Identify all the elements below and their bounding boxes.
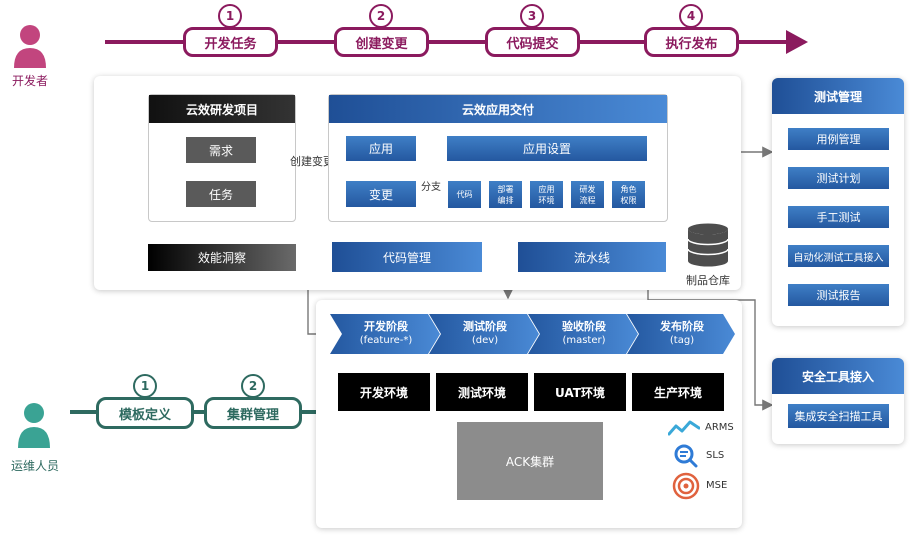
ops-step-template: 模板定义 xyxy=(96,397,194,429)
branch-label: 分支 xyxy=(421,182,441,193)
create-change-label: 创建变更 xyxy=(290,155,334,168)
env-prod[interactable]: 生产环境 xyxy=(632,373,724,411)
app-item[interactable]: 应用 xyxy=(346,136,416,161)
pipeline-bar[interactable]: 流水线 xyxy=(518,242,666,272)
ops-step-number: 2 xyxy=(241,374,265,398)
sls-label: SLS xyxy=(706,450,725,461)
developer-person-icon xyxy=(10,22,50,70)
dev-step-develop-task: 开发任务 xyxy=(183,27,278,57)
dev-step-number: 4 xyxy=(679,4,703,28)
env-test[interactable]: 测试环境 xyxy=(436,373,528,411)
settings-app-env[interactable]: 应用 环境 xyxy=(530,181,563,208)
efficiency-insight-bar[interactable]: 效能洞察 xyxy=(148,244,296,271)
developer-label: 开发者 xyxy=(11,73,48,88)
dev-step-commit-code: 代码提交 xyxy=(485,27,580,57)
ops-person-icon xyxy=(14,400,54,450)
stage-acceptance[interactable]: 验收阶段(master) xyxy=(562,320,606,346)
dev-step-release: 执行发布 xyxy=(644,27,739,57)
dev-step-number: 1 xyxy=(218,4,242,28)
test-case-management[interactable]: 用例管理 xyxy=(788,128,889,150)
env-dev[interactable]: 开发环境 xyxy=(338,373,430,411)
arms-label: ARMS xyxy=(705,422,734,433)
env-uat[interactable]: UAT环境 xyxy=(534,373,626,411)
test-management-title: 测试管理 xyxy=(772,78,904,114)
artifact-repo-label: 制品仓库 xyxy=(686,274,730,287)
code-management-bar[interactable]: 代码管理 xyxy=(332,242,482,272)
stage-release[interactable]: 发布阶段(tag) xyxy=(660,320,704,346)
app-settings-item[interactable]: 应用设置 xyxy=(447,136,647,161)
automation-tool-integration[interactable]: 自动化测试工具接入 xyxy=(788,245,889,267)
arms-icon xyxy=(667,418,701,438)
database-icon xyxy=(686,223,730,269)
stage-dev[interactable]: 开发阶段(feature-*) xyxy=(359,320,413,346)
security-scan-integration[interactable]: 集成安全扫描工具 xyxy=(788,404,889,428)
settings-role-permission[interactable]: 角色 权限 xyxy=(612,181,645,208)
dev-step-create-change: 创建变更 xyxy=(334,27,429,57)
ops-step-number: 1 xyxy=(133,374,157,398)
change-item[interactable]: 变更 xyxy=(346,181,416,207)
settings-code[interactable]: 代码 xyxy=(448,181,481,208)
mse-label: MSE xyxy=(706,480,728,491)
settings-dev-process[interactable]: 研发 流程 xyxy=(571,181,604,208)
security-tools-panel: 安全工具接入 xyxy=(772,358,904,444)
dev-step-number: 3 xyxy=(520,4,544,28)
security-tools-title: 安全工具接入 xyxy=(772,358,904,394)
ops-label: 运维人员 xyxy=(10,458,59,473)
delivery-panel-title: 云效应用交付 xyxy=(329,95,667,123)
test-report[interactable]: 测试报告 xyxy=(788,284,889,306)
project-panel-title: 云效研发项目 xyxy=(149,95,295,123)
stage-chevrons xyxy=(330,314,735,354)
mse-icon xyxy=(672,472,700,500)
settings-deploy-orchestration[interactable]: 部署 编排 xyxy=(489,181,522,208)
sls-icon xyxy=(674,444,698,468)
ops-step-cluster: 集群管理 xyxy=(204,397,302,429)
dev-step-number: 2 xyxy=(369,4,393,28)
project-panel: 云效研发项目 xyxy=(148,94,296,222)
test-plan[interactable]: 测试计划 xyxy=(788,167,889,189)
stage-test[interactable]: 测试阶段(dev) xyxy=(463,320,507,346)
ack-cluster[interactable]: ACK集群 xyxy=(457,422,603,500)
manual-test[interactable]: 手工测试 xyxy=(788,206,889,228)
task-item[interactable]: 任务 xyxy=(186,181,256,207)
requirement-item[interactable]: 需求 xyxy=(186,137,256,163)
